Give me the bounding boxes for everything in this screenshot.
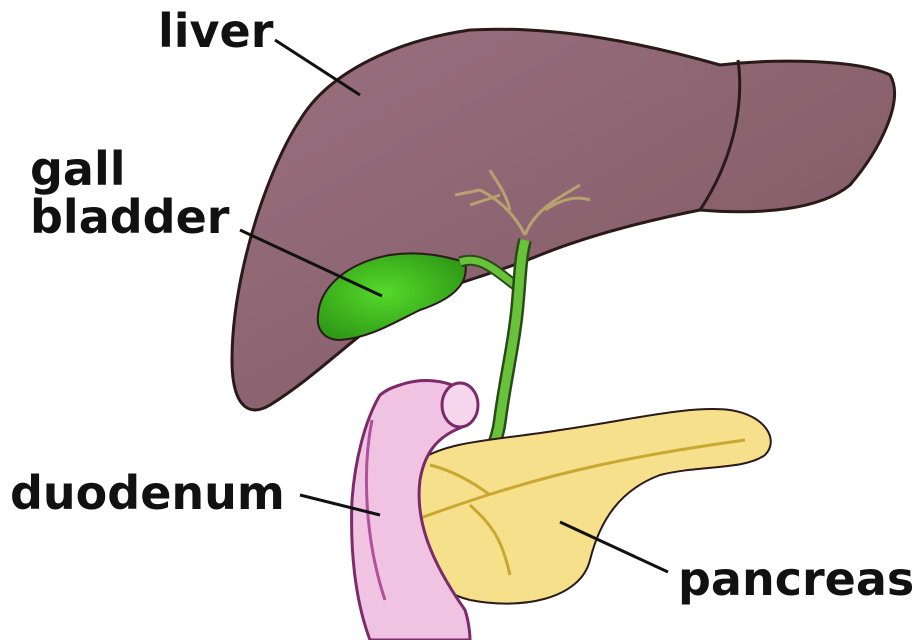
duodenum-label: duodenum (10, 470, 285, 516)
pancreas-label: pancreas (678, 556, 912, 602)
liver-shape (232, 29, 894, 410)
duodenum-opening (442, 383, 478, 427)
liver-label: liver (158, 8, 273, 54)
gallbladder-label-line1: gall (30, 146, 126, 192)
gallbladder-label-line2: bladder (30, 194, 229, 240)
